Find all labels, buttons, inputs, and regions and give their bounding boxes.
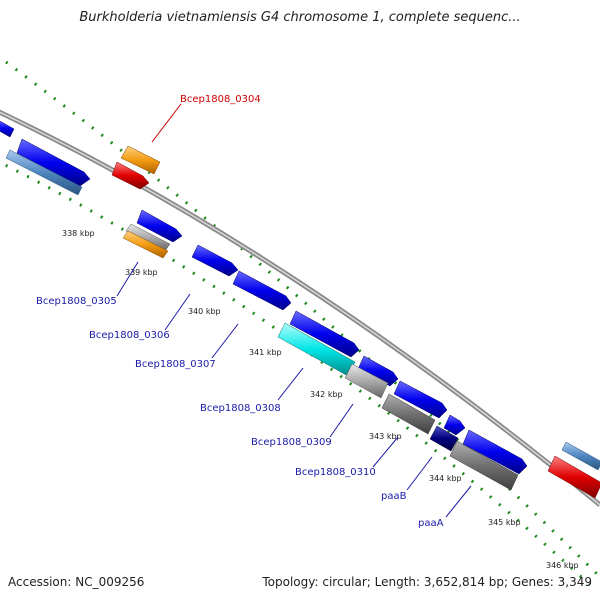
summary-text: Topology: circular; Length: 3,652,814 bp…	[262, 575, 592, 589]
map-title: Burkholderia vietnamiensis G4 chromosome…	[79, 10, 521, 25]
accession-text: Accession: NC_009256	[8, 575, 145, 589]
feature-blue-0305[interactable]	[136, 209, 183, 243]
gene-label-0305[interactable]: Bcep1808_0305	[36, 296, 117, 307]
tick-label-343: 343 kbp	[369, 432, 402, 441]
leader-line-0310	[372, 436, 399, 468]
feature-blue-0310-top[interactable]	[393, 380, 448, 419]
feature-red-right[interactable]	[547, 455, 600, 499]
leader-line-0306	[164, 293, 191, 331]
leader-line-0307	[211, 323, 239, 359]
leader-line-0308	[277, 367, 304, 401]
gene-label-paaA[interactable]: paaA	[418, 518, 444, 529]
tick-label-346: 346 kbp	[546, 561, 579, 570]
feature-steel-right[interactable]	[561, 441, 600, 471]
tick-label-342: 342 kbp	[310, 390, 343, 399]
gene-label-0306[interactable]: Bcep1808_0306	[89, 330, 170, 341]
tick-label-341: 341 kbp	[249, 348, 282, 357]
feature-blue-0309-top[interactable]	[357, 355, 399, 387]
tick-label-339: 339 kbp	[125, 268, 158, 277]
feature-blue-paaB-top[interactable]	[443, 414, 466, 436]
feature-orange-0305[interactable]	[122, 230, 169, 259]
feature-blue-paaA-top[interactable]	[462, 429, 528, 475]
feature-red-0304[interactable]	[111, 161, 150, 190]
gene-label-0310[interactable]: Bcep1808_0310	[295, 467, 376, 478]
gene-label-paaB[interactable]: paaB	[381, 491, 407, 502]
gene-label-0304[interactable]: Bcep1808_0304	[180, 94, 261, 105]
tick-label-338: 338 kbp	[62, 229, 95, 238]
feature-blue-0307[interactable]	[232, 270, 292, 311]
tick-label-345: 345 kbp	[488, 518, 521, 527]
feature-dark-paaA[interactable]	[449, 440, 519, 491]
feature-blue-left-mid[interactable]	[16, 138, 91, 187]
feature-navy-paaB[interactable]	[429, 425, 459, 452]
feature-orange-0304[interactable]	[120, 145, 161, 175]
feature-blue-0306[interactable]	[191, 244, 239, 277]
feature-blue-left-top[interactable]	[0, 120, 15, 138]
gene-label-0309[interactable]: Bcep1808_0309	[251, 437, 332, 448]
tick-label-344: 344 kbp	[429, 474, 462, 483]
gene-label-0308[interactable]: Bcep1808_0308	[200, 403, 281, 414]
genome-backbone-highlight	[0, 111, 600, 506]
feature-grey-0309[interactable]	[344, 363, 389, 399]
leader-line-0304	[151, 103, 182, 143]
feature-dark-0310[interactable]	[381, 393, 436, 435]
feature-steel-left[interactable]	[5, 149, 83, 196]
leader-line-0305	[116, 261, 139, 297]
feature-blue-0308-top[interactable]	[289, 310, 360, 358]
leader-line-paaB	[406, 456, 433, 491]
leader-line-0309	[329, 403, 354, 438]
tick-label-340: 340 kbp	[188, 307, 221, 316]
gene-label-0307[interactable]: Bcep1808_0307	[135, 359, 216, 370]
leader-line-paaA	[445, 485, 472, 518]
